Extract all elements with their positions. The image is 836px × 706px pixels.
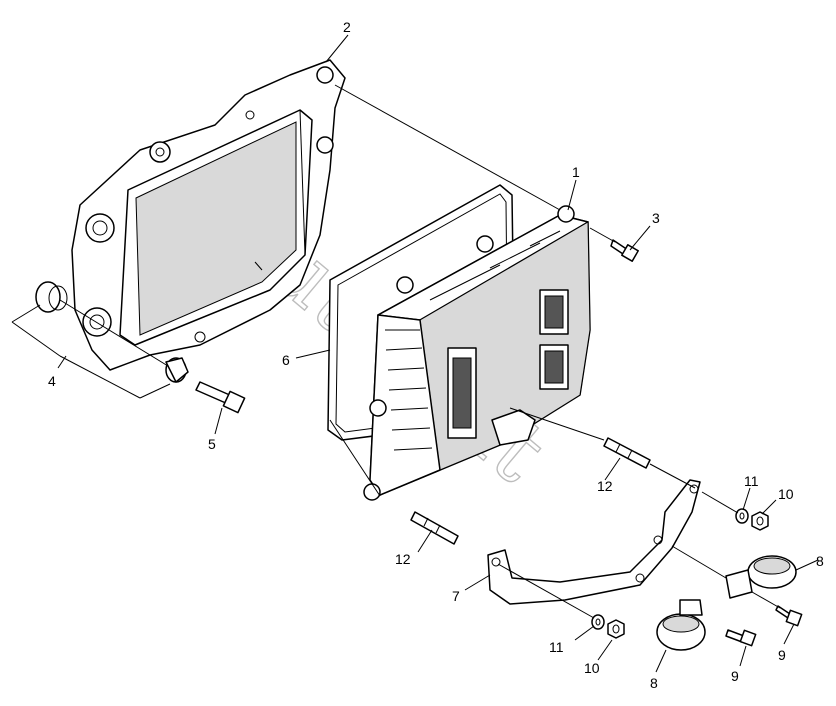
assembly-lines — [59, 84, 781, 619]
callout-3: 3 — [652, 210, 660, 226]
callout-12-lower: 12 — [395, 551, 411, 567]
callout-12-upper: 12 — [597, 478, 613, 494]
callout-8-right: 8 — [816, 553, 824, 569]
ecu-module — [363, 205, 591, 501]
callout-2: 2 — [343, 19, 351, 35]
callout-11-right: 11 — [744, 473, 759, 489]
stud-12-lower — [410, 511, 459, 545]
callout-5: 5 — [208, 436, 216, 452]
bolt-9-right — [775, 605, 803, 627]
nut-10-lower — [607, 619, 625, 639]
bracket-7 — [487, 479, 701, 605]
callout-11-lower: 11 — [549, 639, 564, 655]
callout-6: 6 — [282, 352, 290, 368]
callout-9-lower: 9 — [731, 668, 739, 684]
nut-10-right — [751, 511, 769, 531]
bolt-9-lower — [725, 629, 757, 647]
callout-8-lower: 8 — [650, 675, 658, 691]
callout-9-right: 9 — [778, 647, 786, 663]
callout-4: 4 — [48, 373, 56, 389]
stud-12-upper — [603, 437, 651, 469]
callout-1: 1 — [572, 164, 580, 180]
callout-10-right: 10 — [778, 486, 794, 502]
callout-10-lower: 10 — [584, 660, 600, 676]
leader-lines — [11, 34, 819, 673]
bolt-5 — [195, 381, 246, 414]
mounting-frame — [71, 59, 346, 371]
clamp-8-right — [725, 555, 797, 599]
callout-7: 7 — [452, 588, 460, 604]
clamp-8-lower — [656, 599, 706, 651]
washer-11-lower — [591, 614, 605, 630]
grommet-4 — [35, 281, 189, 383]
bolt-3 — [610, 239, 639, 262]
washer-11-right — [735, 508, 749, 524]
